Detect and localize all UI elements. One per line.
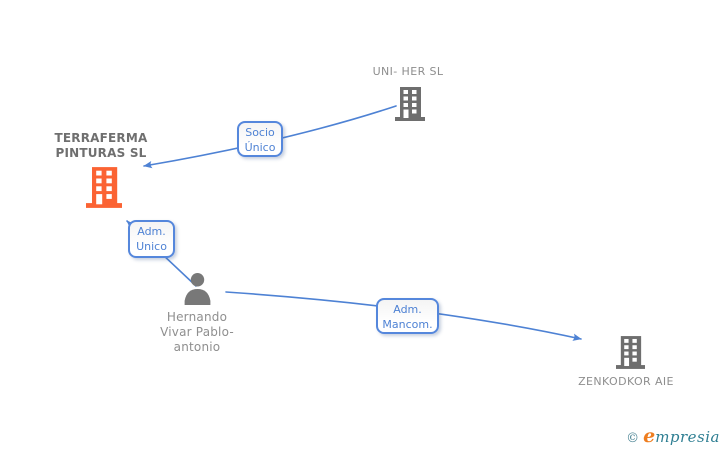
building-icon-highlighted [86,167,122,208]
company-name-terraferma: TERRAFERMA PINTURAS SL [54,131,148,160]
edge-label-line: Adm. [393,303,422,316]
edge-label-line: Mancom. [382,318,433,331]
edge-label-line: Socio [245,126,275,139]
person-name: Hernando Vivar Pablo-antonio [160,310,234,354]
edge-label-adm-unico: Adm. Unico [128,220,175,258]
edge-label-socio-unico: Socio Único [237,121,283,157]
edge-label-adm-mancom: Adm. Mancom. [376,298,439,334]
copyright-icon: © [626,431,640,446]
edge-label-line: Adm. [137,225,166,238]
building-icon [616,336,645,369]
edge-label-line: Unico [136,240,167,253]
logo-letter-e: e [643,425,656,447]
empresia-logo[interactable]: ©empresia [626,425,720,447]
company-name-zenkodkor: ZENKODKOR AIE [578,375,674,388]
company-name-uni-her: UNI- HER SL [372,65,444,78]
building-icon [395,87,425,121]
logo-text: mpresia [655,428,720,446]
person-icon [182,272,213,305]
edge-label-line: Único [244,141,276,154]
